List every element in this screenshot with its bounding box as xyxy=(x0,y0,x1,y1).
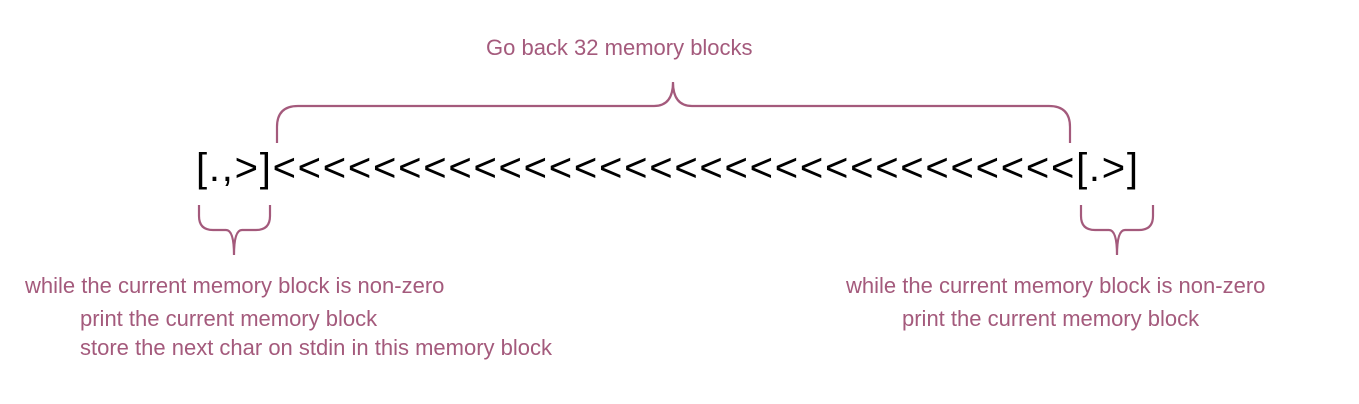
back-moves-code: <<<<<<<<<<<<<<<<<<<<<<<<<<<<<<<< xyxy=(272,146,1077,190)
left-brace xyxy=(197,205,272,256)
second-loop-while-note: while the current memory block is non-ze… xyxy=(846,273,1266,298)
first-loop-while-note: while the current memory block is non-ze… xyxy=(25,273,445,298)
top-brace xyxy=(275,81,1072,143)
brainfuck-code: [.,>]<<<<<<<<<<<<<<<<<<<<<<<<<<<<<<<<[.>… xyxy=(196,140,1140,196)
first-loop-code: [.,>] xyxy=(196,146,273,190)
second-loop-print-note: print the current memory block xyxy=(902,306,1200,331)
back-moves-label: Go back 32 memory blocks xyxy=(486,35,753,60)
first-loop-store-note: store the next char on stdin in this mem… xyxy=(80,335,552,360)
second-loop-code: [.>] xyxy=(1076,146,1140,190)
right-brace xyxy=(1079,205,1155,256)
first-loop-print-note: print the current memory block xyxy=(80,306,378,331)
